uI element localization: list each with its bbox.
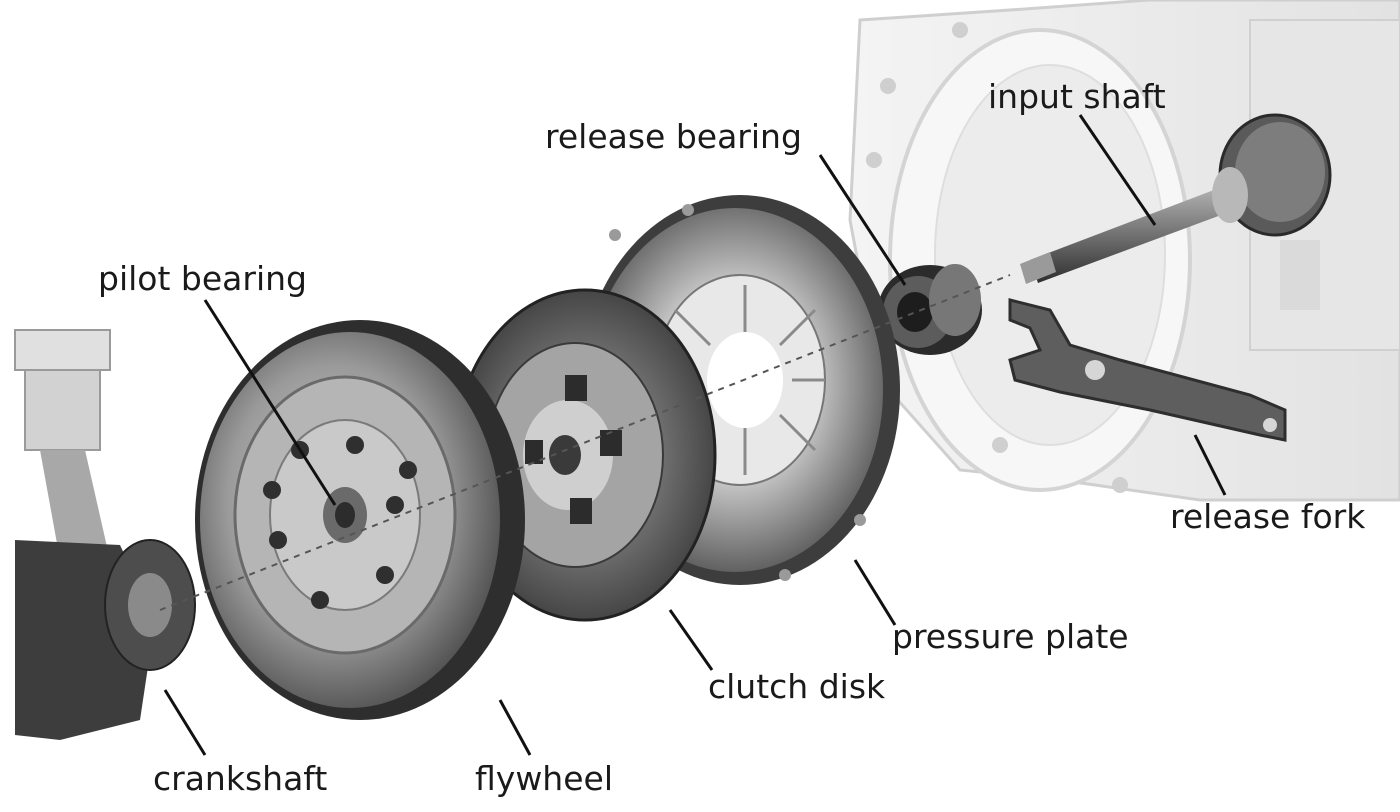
labels: input shaft release bearing pilot bearin… xyxy=(98,77,1366,798)
leader-flywheel xyxy=(498,699,532,756)
label-release-bearing: release bearing xyxy=(545,117,802,156)
label-pilot-bearing: pilot bearing xyxy=(98,259,307,298)
label-pressure-plate: pressure plate xyxy=(892,617,1129,656)
input-shaft xyxy=(1020,113,1332,284)
leader-input-shaft xyxy=(1078,114,1157,226)
label-input-shaft: input shaft xyxy=(988,77,1166,116)
leader-crankshaft xyxy=(163,689,207,756)
label-clutch-disk: clutch disk xyxy=(708,667,886,706)
leader-pilot-bearing xyxy=(203,299,337,506)
release-bearing xyxy=(878,264,982,355)
release-fork xyxy=(1008,298,1287,442)
centerline xyxy=(159,274,1011,611)
crankshaft xyxy=(14,329,196,740)
label-release-fork: release fork xyxy=(1170,497,1366,536)
leader-pressure-plate xyxy=(853,559,897,626)
leader-release-bearing xyxy=(818,154,907,286)
label-crankshaft: crankshaft xyxy=(153,759,327,798)
label-flywheel: flywheel xyxy=(475,759,613,798)
leader-release-fork xyxy=(1193,434,1227,496)
leader-lines xyxy=(163,114,1227,756)
flywheel xyxy=(195,320,525,720)
leader-clutch-disk xyxy=(668,609,714,671)
